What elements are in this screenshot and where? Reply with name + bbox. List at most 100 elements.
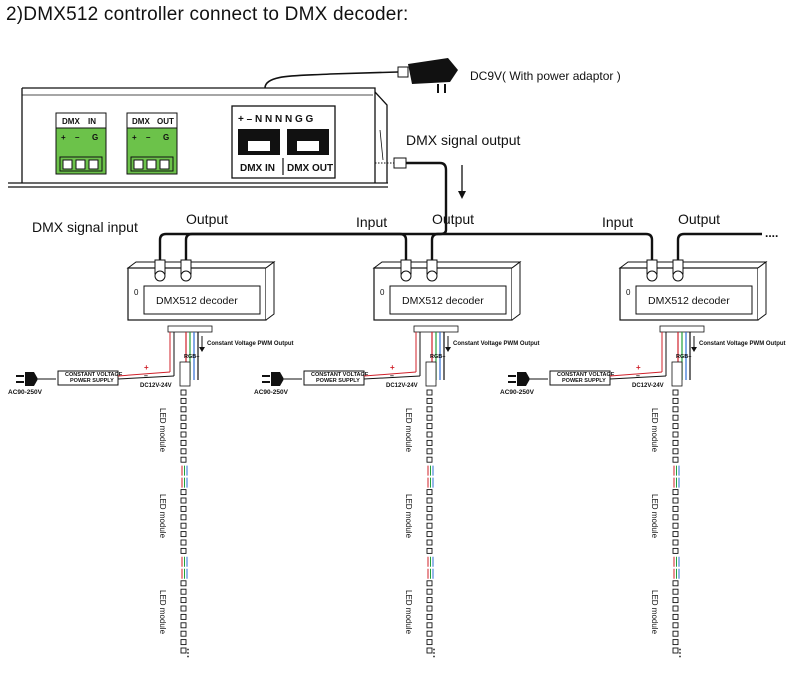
pwm-arrow-head [445,347,451,352]
dmx-in-terminal: DMX IN + – G [55,112,107,175]
dc-minus-line [117,375,175,380]
led-chip [180,439,187,446]
led-chip [180,389,187,396]
led-chip [672,389,679,396]
led-module-label: LED module [404,408,413,453]
dc-minus-sign: – [636,373,640,380]
led-strip-continues: ⋮ [183,648,193,659]
led-chip [180,522,187,529]
decoder-xlr-socket [154,270,166,282]
led-module-label: LED module [650,408,659,453]
decoder-xlr-socket [400,270,412,282]
power-adaptor-label: DC9V( With power adaptor ) [470,69,621,83]
pwm-arrow-head [199,347,205,352]
decoder-output-label: Output [432,211,474,227]
led-chip [426,539,433,546]
dmx-in-minus: – [75,133,80,142]
decoder-xlr-socket [646,270,658,282]
dc-plus-line [363,371,417,377]
led-chip [426,448,433,455]
page-title: 2)DMX512 controller connect to DMX decod… [6,4,409,25]
led-chip [672,439,679,446]
rj45-dmx-out-label: DMX OUT [287,163,333,174]
led-chip [672,423,679,430]
ac-voltage-label: AC90-250V [500,389,535,396]
decoder-xlr-socket [426,270,438,282]
decoder-panel [389,285,507,315]
dmx-out-plus: + [132,133,137,142]
ac-voltage-label: AC90-250V [8,389,43,396]
decoder-screw-mark: 0 [626,288,631,297]
dc-plus-sign: + [390,363,395,372]
led-chip [426,489,433,496]
led-chip [672,505,679,512]
led-chip [180,414,187,421]
rj45-dmx-in-label: DMX IN [240,163,275,174]
decoder-output-label: Output [186,211,228,227]
dc-voltage-label: DC12V-24V [632,383,664,389]
rgb-label: RGB+ [184,354,199,360]
led-chip [672,514,679,521]
decoder-top [372,261,522,269]
ac-voltage-label: AC90-250V [254,389,289,396]
led-chip [672,497,679,504]
decoder-top [126,261,276,269]
led-chip [426,613,433,620]
led-chip [180,613,187,620]
led-chip [672,397,679,404]
decoder-panel [143,285,261,315]
led-chip [672,580,679,587]
led-chip [180,588,187,595]
dc-plus-line [117,371,171,377]
led-strip-continues: ⋮ [675,648,685,659]
led-chip [180,630,187,637]
pwm-output-label: Constant Voltage PWM Output [699,341,786,347]
led-chip [426,580,433,587]
led-chip [426,605,433,612]
decoder-side [757,261,767,321]
power-supply-box [303,370,365,386]
led-chip [426,389,433,396]
led-strip-header [425,361,437,387]
dc-minus-line [609,375,667,380]
ac-plug-body [271,372,284,386]
dmx-in-title-right: IN [88,117,96,126]
led-chip [672,613,679,620]
led-chip [180,456,187,463]
led-chip [180,431,187,438]
led-chip [672,605,679,612]
led-chip [180,580,187,587]
led-chip [672,456,679,463]
psu-label-line1: CONSTANT VOLTAGE [65,372,123,378]
decoder-terminal-strip [413,325,459,333]
led-chip [180,647,187,654]
led-chip [672,489,679,496]
psu-label-line1: CONSTANT VOLTAGE [557,372,615,378]
signal-output-label: DMX signal output [406,132,521,148]
led-strip-continues: ⋮ [429,648,439,659]
led-chip [180,397,187,404]
led-chip [426,406,433,413]
dc-plus-line [609,371,663,377]
led-chip [426,647,433,654]
decoder-label: DMX512 decoder [402,295,484,307]
led-chip [426,505,433,512]
led-chip [672,406,679,413]
psu-label-line2: POWER SUPPLY [316,378,360,384]
dmx-out-title: DMX [132,117,150,126]
decoder-side [265,261,275,321]
pwm-output-label: Constant Voltage PWM Output [207,341,294,347]
dmx-in-plus: + [61,133,66,142]
led-chip [426,439,433,446]
led-strip-header [179,361,191,387]
rj45-port-block: + – N N N N G G DMX IN DMX OUT [231,105,336,179]
led-chip [426,431,433,438]
decoder-label: DMX512 decoder [648,295,730,307]
led-chip [672,647,679,654]
led-chip [672,597,679,604]
dc-minus-sign: – [144,373,148,380]
led-chip [180,489,187,496]
